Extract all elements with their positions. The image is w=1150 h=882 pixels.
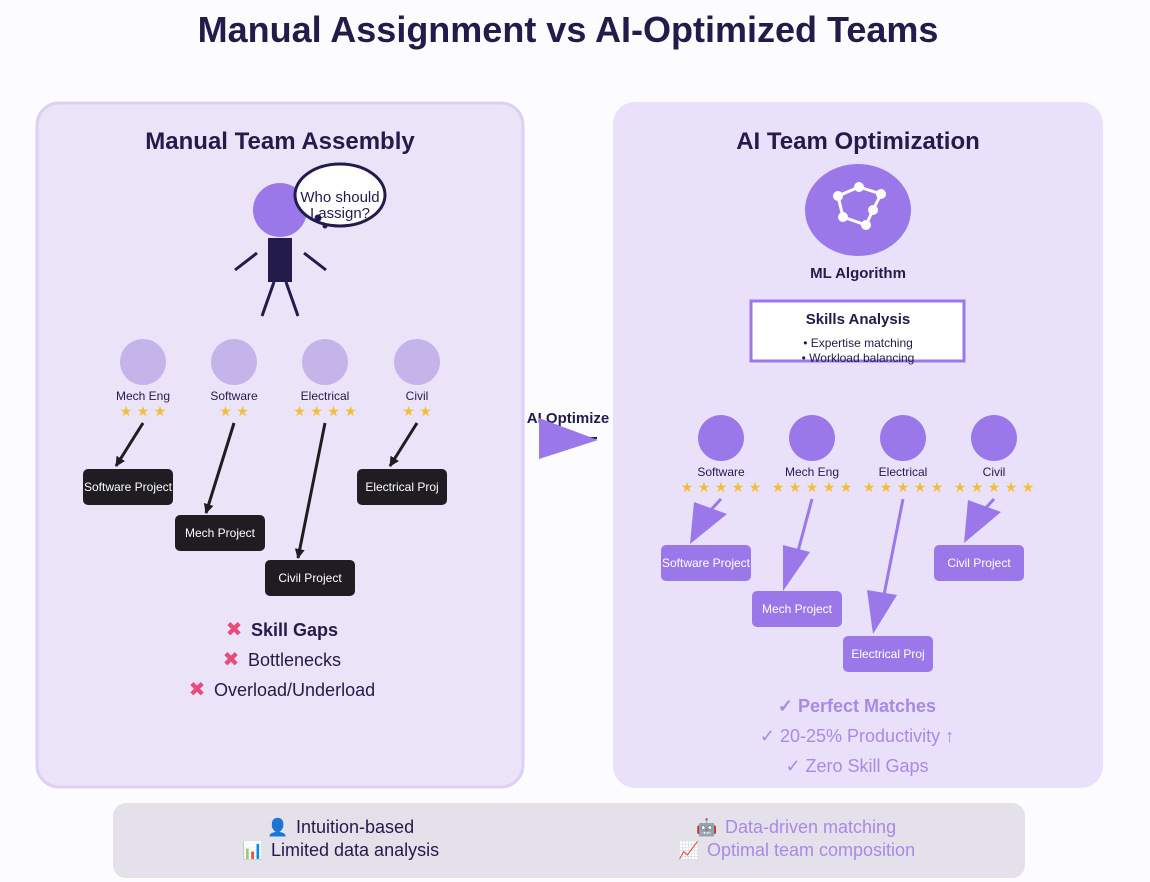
project-label: Mech Project <box>185 526 256 540</box>
star-rating: ★ ★ <box>402 404 432 420</box>
manual-person-label: Software <box>210 389 258 403</box>
footer-left-item: Limited data analysis <box>271 840 439 860</box>
bar-chart-icon: 📊 <box>242 840 263 861</box>
star-rating: ★ ★ ★ ★ ★ <box>863 480 944 496</box>
arrow <box>203 422 236 514</box>
project-label: Mech Project <box>762 602 833 616</box>
manual-person-label: Electrical <box>301 389 350 403</box>
page-title: Manual Assignment vs AI-Optimized Teams <box>198 9 939 50</box>
ai-person-3: Electrical ★ ★ ★ ★ ★ <box>863 415 944 496</box>
arrow-right-icon <box>539 418 598 459</box>
ml-algorithm-label: ML Algorithm <box>810 265 906 282</box>
ml-network-icon <box>805 164 911 256</box>
star-rating: ★ ★ ★ ★ ★ <box>681 480 762 496</box>
benefit-productivity: ✓ 20-25% Productivity ↑ <box>760 726 954 746</box>
ai-person-4: Civil ★ ★ ★ ★ ★ <box>954 415 1035 496</box>
manual-project-1: Software Project <box>83 469 173 505</box>
arrow <box>294 422 327 559</box>
manual-person-label: Civil <box>406 389 429 403</box>
skills-analysis-item: • Workload balancing <box>802 351 915 365</box>
trend-up-icon: 📈 <box>678 840 699 861</box>
manual-project-3: Civil Project <box>265 560 355 596</box>
ai-assignment-arrows <box>690 497 1001 634</box>
ai-person-1: Software ★ ★ ★ ★ ★ <box>681 415 762 496</box>
problem-text: Skill Gaps <box>251 620 338 640</box>
arrow <box>881 498 905 601</box>
manual-panel: Manual Team Assembly Who should I assign… <box>35 101 525 789</box>
arrow <box>690 502 727 544</box>
manual-person-4: Civil ★ ★ <box>394 339 440 420</box>
footer-legend: 👤 Intuition-based 📊 Limited data analysi… <box>113 803 1025 878</box>
star-rating: ★ ★ <box>219 404 249 420</box>
problem-skill-gaps: ✖ Skill Gaps <box>226 617 338 641</box>
arrow <box>783 545 810 591</box>
star-rating: ★ ★ ★ ★ ★ <box>772 480 853 496</box>
skills-analysis-box: Skills Analysis • Expertise matching • W… <box>749 299 966 365</box>
ai-person-label: Software <box>697 465 745 479</box>
manual-assignment-arrows <box>114 422 419 559</box>
manual-person-label: Mech Eng <box>116 389 170 403</box>
arrow <box>867 590 897 634</box>
ai-panel: AI Team Optimization ML Algorithm Skills… <box>613 102 1103 788</box>
ai-project-1: Software Project <box>661 545 751 581</box>
robot-icon: 🤖 <box>696 817 717 838</box>
arrow <box>964 500 1001 543</box>
manual-person-2: Software ★ ★ <box>210 339 258 420</box>
arrow <box>795 498 814 556</box>
person-icon: 👤 <box>267 817 288 838</box>
thought-bubble: Who should I assign? <box>293 162 387 229</box>
skills-analysis-item: • Expertise matching <box>803 336 913 350</box>
x-icon: ✖ <box>223 647 240 671</box>
problem-overload: ✖ Overload/Underload <box>189 677 375 701</box>
arrow <box>114 422 145 467</box>
skills-analysis-title: Skills Analysis <box>806 311 911 328</box>
ai-heading: AI Team Optimization <box>736 128 980 155</box>
ai-person-label: Electrical <box>879 465 928 479</box>
footer-right-item: Optimal team composition <box>707 840 915 860</box>
manual-project-4: Electrical Proj <box>357 469 447 505</box>
project-label: Electrical Proj <box>365 480 438 494</box>
manual-project-2: Mech Project <box>175 515 265 551</box>
ai-person-2: Mech Eng ★ ★ ★ ★ ★ <box>772 415 853 496</box>
footer-right-item: Data-driven matching <box>725 817 896 837</box>
thought-line-2: I assign? <box>310 205 370 222</box>
project-label: Software Project <box>84 480 173 494</box>
thought-line-1: Who should <box>300 189 379 206</box>
ai-optimize-transition: AI Optimize <box>527 410 609 459</box>
star-rating: ★ ★ ★ <box>120 404 167 420</box>
ai-person-label: Mech Eng <box>785 465 839 479</box>
project-label: Software Project <box>662 556 751 570</box>
ai-project-4: Civil Project <box>934 545 1024 581</box>
star-rating: ★ ★ ★ ★ ★ <box>954 480 1035 496</box>
manual-heading: Manual Team Assembly <box>145 128 415 155</box>
benefit-perfect-matches: ✓ Perfect Matches <box>778 696 936 716</box>
project-label: Civil Project <box>278 571 342 585</box>
footer-left-item: Intuition-based <box>296 817 414 837</box>
manual-person-3: Electrical ★ ★ ★ ★ <box>293 339 357 420</box>
arrow <box>388 422 419 467</box>
ai-person-label: Civil <box>983 465 1006 479</box>
project-label: Electrical Proj <box>851 647 924 661</box>
ai-project-3: Electrical Proj <box>843 636 933 672</box>
benefit-zero-gaps: ✓ Zero Skill Gaps <box>785 756 928 776</box>
thinking-person-icon <box>234 183 327 317</box>
star-rating: ★ ★ ★ ★ <box>293 404 357 420</box>
project-label: Civil Project <box>947 556 1011 570</box>
problem-text: Overload/Underload <box>214 680 375 700</box>
problem-bottlenecks: ✖ Bottlenecks <box>223 647 341 671</box>
x-icon: ✖ <box>189 677 206 701</box>
manual-person-1: Mech Eng ★ ★ ★ <box>116 339 170 420</box>
ai-project-2: Mech Project <box>752 591 842 627</box>
x-icon: ✖ <box>226 617 243 641</box>
problem-text: Bottlenecks <box>248 650 341 670</box>
